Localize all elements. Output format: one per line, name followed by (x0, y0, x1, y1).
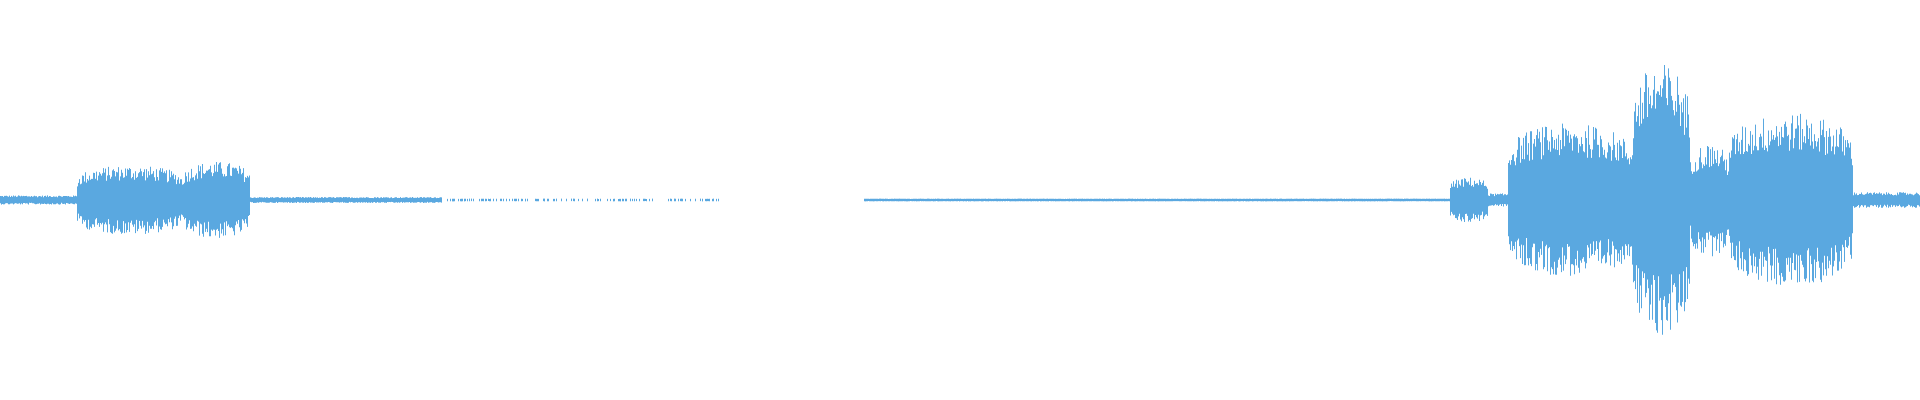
waveform-samples (0, 65, 1920, 335)
waveform-path (0, 65, 1920, 335)
